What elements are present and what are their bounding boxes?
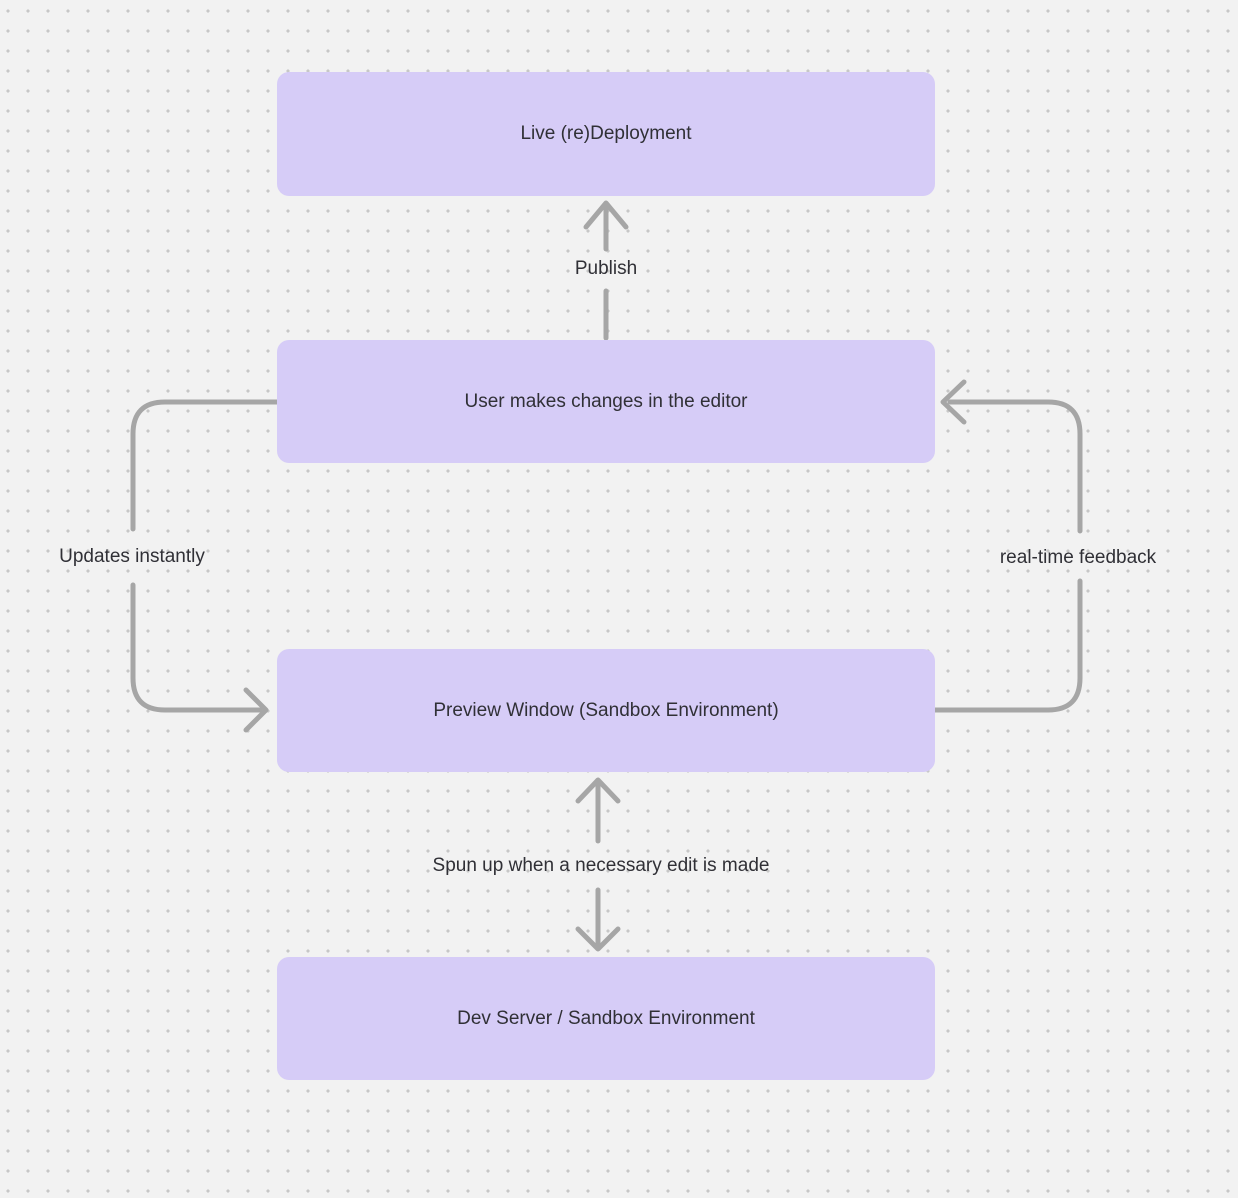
node-dev-server[interactable]: Dev Server / Sandbox Environment (277, 957, 935, 1080)
node-preview-window[interactable]: Preview Window (Sandbox Environment) (277, 649, 935, 772)
node-label: Dev Server / Sandbox Environment (457, 1007, 755, 1029)
edge-label-spun-up: Spun up when a necessary edit is made (432, 855, 770, 876)
arrow-up-icon (583, 200, 629, 230)
arrow-left-icon (940, 379, 967, 425)
updates-arrow-lower (130, 582, 263, 713)
updates-arrow-upper (130, 399, 280, 532)
edge-label-real-time-feedback: real-time feedback (999, 547, 1157, 568)
node-label: Live (re)Deployment (520, 123, 692, 144)
arrow-down-icon (575, 926, 621, 952)
real-time-feedback-arrow (932, 379, 1083, 713)
node-live-redeployment[interactable]: Live (re)Deployment (277, 72, 935, 196)
node-label: User makes changes in the editor (464, 390, 748, 412)
node-editor-changes[interactable]: User makes changes in the editor (277, 340, 935, 463)
arrow-right-icon (243, 687, 269, 733)
feedback-arrow-lower (932, 578, 1083, 713)
arrow-up-icon (575, 777, 621, 804)
edge-label-publish: Publish (574, 258, 638, 279)
edge-label-updates-instantly: Updates instantly (59, 546, 205, 567)
node-label: Preview Window (Sandbox Environment) (433, 699, 779, 721)
feedback-arrow-upper (947, 399, 1083, 534)
